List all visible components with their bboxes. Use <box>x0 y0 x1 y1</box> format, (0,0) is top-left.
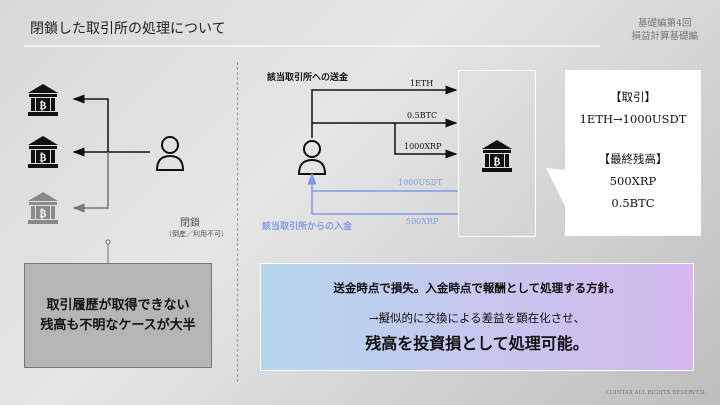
closed-label: 閉鎖 <box>180 218 200 229</box>
user-icon-right <box>298 140 326 175</box>
note-box: 取引履歴が取得できない残高も不明なケースが大半 <box>24 263 212 368</box>
footer-copyright: COINTAX ALL RIGHTS RESERVED. <box>605 390 706 396</box>
series-line-1: 基礎編第4回 <box>637 18 692 29</box>
receive-label: 該当取引所からの入金 <box>262 222 353 232</box>
balance-xrp: 500XRP <box>609 174 657 188</box>
trade-heading: 【取引】 <box>610 90 656 104</box>
note-line-1: 取引履歴が取得できない <box>46 297 190 313</box>
bank-icon-2 <box>28 136 58 168</box>
closed-sublabel: （倒産／利用不可） <box>165 230 228 238</box>
info-callout: 【取引】 1ETH→1000USDT 【最終残高】 500XRP 0.5BTC <box>565 70 701 236</box>
send-amount-btc: 0.5BTC <box>407 111 438 120</box>
balance-heading: 【最終残高】 <box>598 152 668 166</box>
summary-line-2: →擬似的に交換による差益を顕在化させ、 <box>368 311 586 325</box>
bank-icon-closed <box>28 192 58 224</box>
series-label: 基礎編第4回損益計算基礎編 <box>631 17 698 43</box>
receive-amount-usdt: 1000USDT <box>398 178 443 187</box>
page-title: 閉鎖した取引所の処理について <box>30 21 226 37</box>
receive-amount-xrp: 500XRP <box>406 217 439 226</box>
send-label: 該当取引所への送金 <box>267 73 349 83</box>
trade-value: 1ETH→1000USDT <box>579 112 687 126</box>
balance-btc: 0.5BTC <box>611 196 655 210</box>
summary-line-3: 残高を投資損として処理可能。 <box>365 334 589 353</box>
bank-icon-1 <box>28 84 58 116</box>
send-amount-eth: 1ETH <box>410 79 434 88</box>
dashed-divider <box>237 62 238 382</box>
summary-box: 送金時点で損失。入金時点で報酬として処理する方針。 →擬似的に交換による差益を顕… <box>260 263 694 371</box>
note-line-2: 残高も不明なケースが大半 <box>40 317 196 333</box>
series-line-2: 損益計算基礎編 <box>631 31 698 42</box>
user-icon-left <box>156 136 184 171</box>
exchange-box <box>458 70 536 237</box>
divider <box>24 45 600 47</box>
summary-line-1: 送金時点で損失。入金時点で報酬として処理する方針。 <box>333 281 621 295</box>
send-amount-xrp: 1000XRP <box>404 142 442 151</box>
